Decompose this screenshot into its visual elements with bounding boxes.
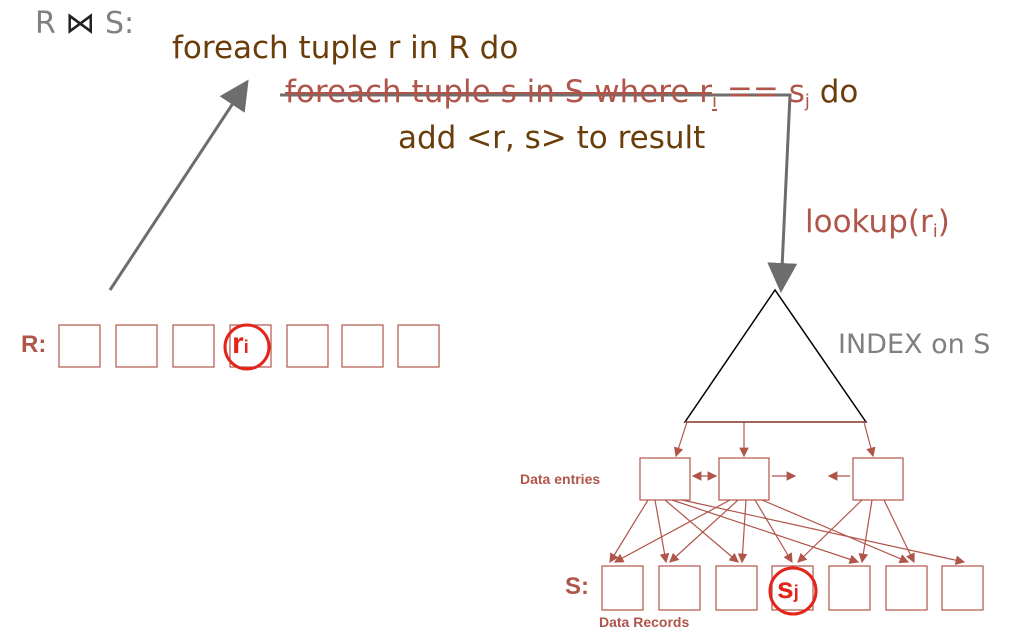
inner-loop-condition: == s — [717, 74, 805, 110]
r-tuple-box — [58, 324, 101, 368]
data-entries-label: Data entries — [520, 471, 601, 487]
outer-loop-arrow — [108, 79, 249, 291]
join-symbol: ⋈ — [65, 6, 96, 41]
inner-loop-struck: foreach tuple s in S where ri — [285, 74, 718, 112]
s-record-box — [941, 565, 984, 611]
relation-r-label: R: — [21, 331, 47, 358]
s-highlight-label: sj — [777, 572, 799, 605]
r-tuple-box — [115, 324, 158, 368]
s-record-box — [828, 565, 871, 611]
data-entry-box — [852, 457, 904, 501]
r-tuple-box — [172, 324, 215, 368]
add-result-line: add <r, s> to result — [398, 120, 706, 156]
inner-loop-sub-j: j — [804, 91, 810, 112]
index-to-entry-arrow — [863, 421, 876, 458]
data-entry-box — [639, 457, 691, 501]
s-record-box — [658, 565, 701, 611]
join-label: R ⋈ S: — [35, 6, 134, 42]
r-tuple-box — [341, 324, 384, 368]
index-to-entry-arrow — [674, 421, 688, 458]
join-relation-s: S: — [104, 6, 135, 41]
data-entry-boxes — [639, 457, 904, 501]
s-record-box — [601, 565, 644, 611]
r-tuple-box — [397, 324, 440, 368]
inner-loop-do: do — [809, 74, 859, 110]
data-records-label: Data Records — [599, 614, 690, 630]
outer-loop-line: foreach tuple r in R do — [172, 30, 519, 66]
relation-s-label: S: — [565, 573, 589, 600]
relation-s-boxes — [601, 565, 984, 611]
data-entry-box — [718, 457, 770, 501]
s-record-box — [715, 565, 758, 611]
inner-loop-line: foreach tuple s in S where ri == sj do — [285, 74, 858, 120]
join-relation-r: R — [35, 6, 56, 41]
s-record-box — [771, 565, 814, 611]
r-tuple-box — [286, 324, 329, 368]
s-record-box — [885, 565, 928, 611]
r-highlight-circle — [223, 323, 271, 371]
relation-r-boxes — [58, 324, 440, 368]
index-label: INDEX on S — [838, 329, 991, 360]
lookup-label: lookup(ri) — [805, 204, 950, 242]
entry-to-record-arrows — [609, 499, 966, 565]
lookup-arrow — [280, 93, 798, 293]
s-highlight-circle — [768, 566, 818, 616]
r-highlight-label: ri — [232, 327, 249, 360]
